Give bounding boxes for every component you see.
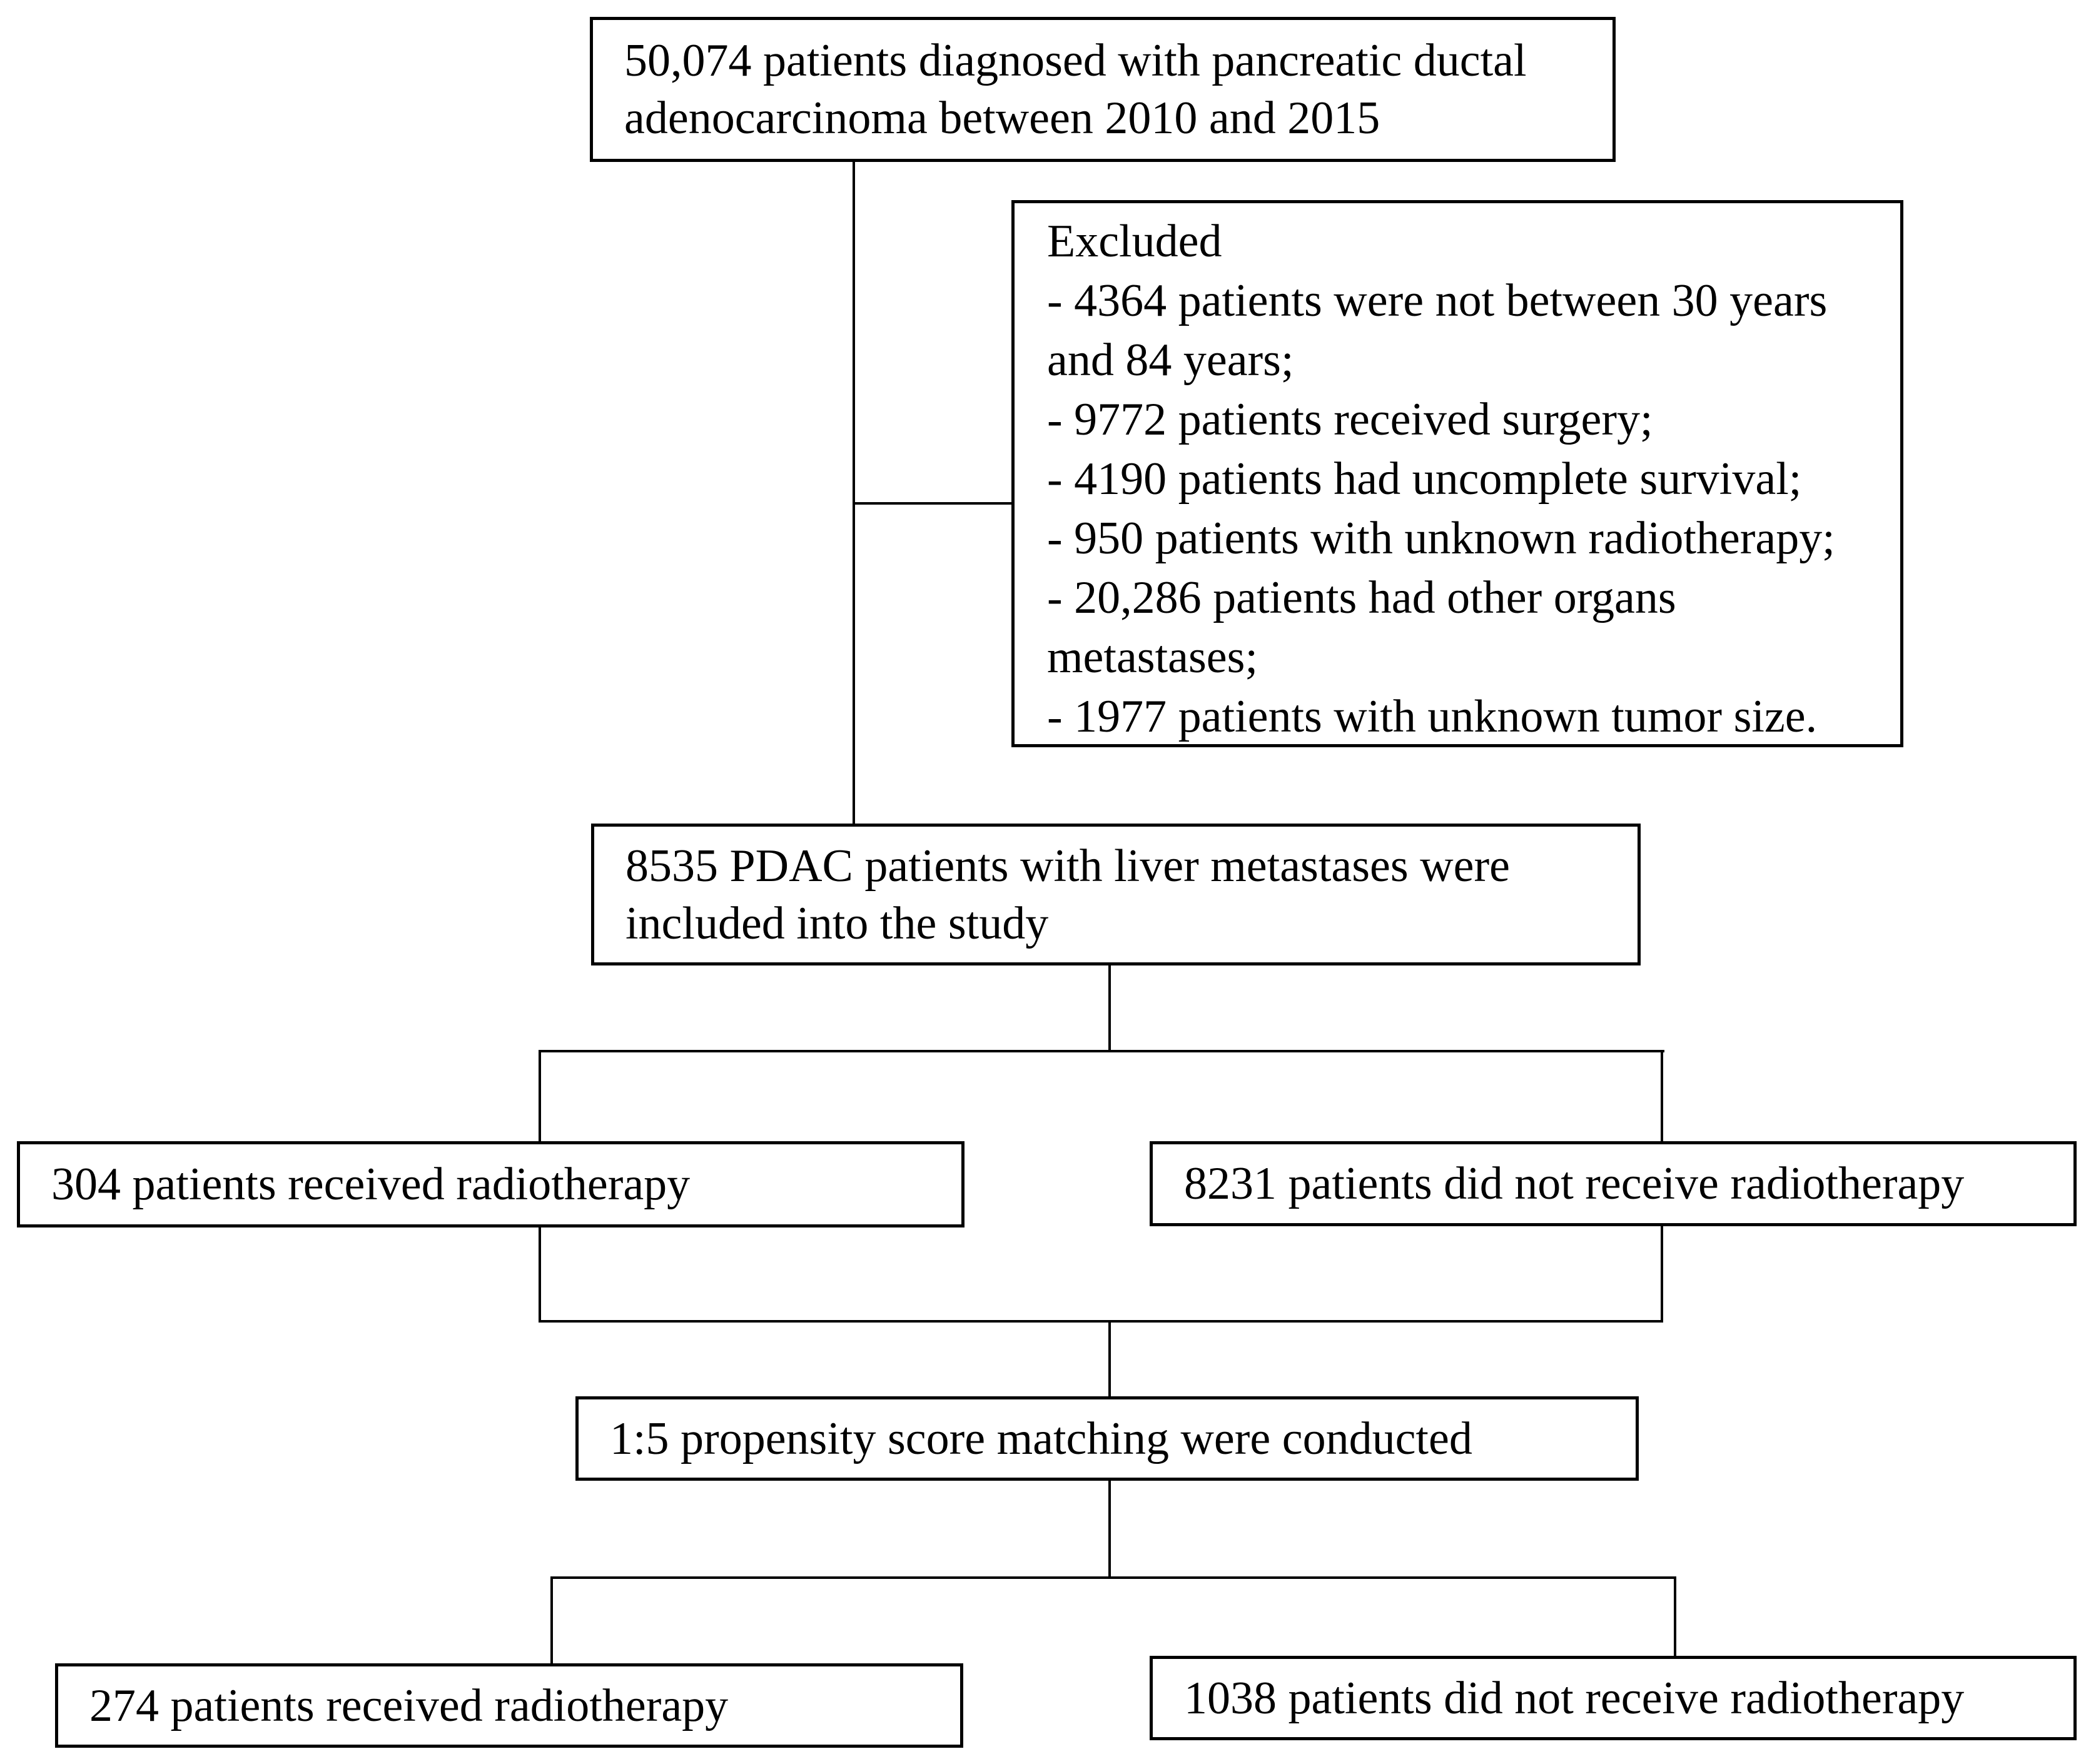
box-radiotherapy-text: 304 patients received radiotherapy [51,1159,691,1210]
box-matched-radiotherapy-text: 274 patients received radiotherapy [89,1680,729,1731]
excluded-item-age: - 4364 patients were not between 30 year… [1047,275,1828,386]
connector-initial-to-included [853,159,855,826]
box-propensity-matching-text: 1:5 propensity score matching were condu… [610,1413,1472,1464]
connector-matching-down [1108,1478,1111,1579]
box-matched-no-radiotherapy-text: 1038 patients did not receive radiothera… [1184,1672,1965,1724]
box-excluded: Excluded - 4364 patients were not betwee… [1011,200,1903,747]
connector-split2-right-down [1674,1576,1676,1658]
connector-branch-to-excluded [853,502,1014,505]
box-initial-cohort-text: 50,074 patients diagnosed with pancreati… [624,35,1527,144]
connector-merge-horizontal [539,1320,1663,1323]
connector-right-box-down [1661,1224,1663,1323]
connector-split2-horizontal [550,1576,1676,1579]
box-included-cohort: 8535 PDAC patients with liver metastases… [591,824,1641,965]
excluded-item-other-metastases: - 20,286 patients had other organs metas… [1047,572,1676,683]
connector-split1-horizontal [539,1050,1664,1052]
box-included-cohort-text: 8535 PDAC patients with liver metastases… [625,840,1510,949]
excluded-item-tumor-size: - 1977 patients with unknown tumor size. [1047,691,1818,742]
connector-split1-left-down [539,1050,541,1144]
box-matched-radiotherapy: 274 patients received radiotherapy [55,1663,963,1748]
connector-split1-right-down [1661,1050,1663,1144]
box-no-radiotherapy-text: 8231 patients did not receive radiothera… [1184,1158,1965,1209]
box-radiotherapy: 304 patients received radiotherapy [17,1141,964,1227]
excluded-item-surgery: - 9772 patients received surgery; [1047,394,1653,445]
connector-split2-left-down [550,1576,553,1666]
box-no-radiotherapy: 8231 patients did not receive radiothera… [1150,1141,2077,1226]
connector-included-down [1108,963,1111,1052]
connector-left-box-down [539,1225,541,1323]
connector-merge-to-matching [1108,1320,1111,1399]
box-initial-cohort: 50,074 patients diagnosed with pancreati… [590,17,1616,162]
box-matched-no-radiotherapy: 1038 patients did not receive radiothera… [1150,1656,2077,1740]
excluded-item-survival: - 4190 patients had uncomplete survival; [1047,453,1802,505]
excluded-heading: Excluded [1047,216,1222,267]
box-propensity-matching: 1:5 propensity score matching were condu… [575,1396,1639,1481]
excluded-item-unknown-radiotherapy: - 950 patients with unknown radiotherapy… [1047,513,1835,564]
